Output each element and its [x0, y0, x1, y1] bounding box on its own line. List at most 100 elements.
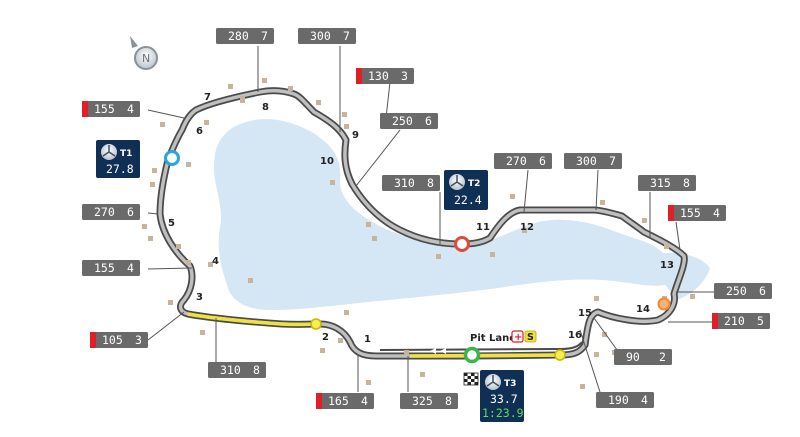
- speed-tag-bg: [596, 392, 654, 408]
- corner-12: 12: [520, 222, 534, 233]
- tag-leaders: [147, 46, 716, 393]
- corner-7: 7: [204, 92, 211, 103]
- speed-tag-bg: [316, 393, 374, 409]
- corner-16: 16: [568, 330, 582, 341]
- speed-tag-gear: 6: [127, 205, 134, 219]
- speed-tag-value: 270: [506, 154, 527, 168]
- pit-lane-label: Pit Lane + S: [470, 330, 537, 344]
- speed-tag-bg: [380, 113, 438, 129]
- speed-tag-gear: 2: [659, 350, 666, 364]
- speed-tag-value: 105: [102, 333, 123, 347]
- sector3-marker: [463, 346, 481, 364]
- corner-1: 1: [364, 334, 371, 345]
- speed-tag-gear: 6: [425, 114, 432, 128]
- speed-tag-bg: [382, 175, 440, 191]
- speed-tag-bg: [564, 153, 622, 169]
- corner-14: 14: [636, 304, 650, 315]
- speed-tag-bg: [712, 313, 770, 329]
- speed-tag-gear: 7: [343, 29, 350, 43]
- speed-tag: 300 7: [298, 28, 356, 44]
- braking-indicator: [712, 313, 718, 329]
- corner-3: 3: [196, 292, 203, 303]
- speed-trap-marker-2: [554, 349, 566, 361]
- speed-tag-value: 325: [412, 394, 433, 408]
- direction-arrows: [430, 348, 446, 354]
- sector-t1-time: 27.8: [106, 162, 134, 176]
- speed-tag-value: 270: [94, 205, 115, 219]
- sector-t3-time: 33.7: [490, 392, 518, 406]
- corner-2: 2: [322, 332, 329, 343]
- checkered-flag-icon: [463, 372, 479, 386]
- corner-13: 13: [660, 260, 674, 271]
- speed-trap-marker-1: [310, 318, 322, 330]
- drs-zone-2: [409, 353, 559, 358]
- speed-tag-gear: 4: [127, 102, 134, 116]
- speed-tag-gear: 8: [253, 363, 260, 377]
- speed-tag-value: 280: [228, 29, 249, 43]
- speed-tag-bg: [216, 28, 274, 44]
- speed-tag-gear: 6: [539, 154, 546, 168]
- corner-11: 11: [476, 222, 490, 233]
- speed-tag-bg: [82, 204, 140, 220]
- corner-6: 6: [196, 126, 203, 137]
- corner-numbers: 1 2 3 4 5 6 7 8 9 10 11 12 13 14 15 16: [168, 92, 674, 345]
- corner-9: 9: [352, 130, 359, 141]
- corner-8: 8: [262, 102, 269, 113]
- sector-t3-label: T3: [504, 379, 516, 389]
- pit-lane-text: Pit Lane: [470, 333, 516, 344]
- north-compass-icon: N: [130, 36, 158, 70]
- speed-tag-gear: 3: [401, 69, 408, 83]
- speed-tag-gear: 7: [261, 29, 268, 43]
- braking-indicator: [668, 205, 674, 221]
- speed-tag-gear: 8: [445, 394, 452, 408]
- speed-tag-value: 300: [310, 29, 331, 43]
- pit-plus-badge: +: [514, 332, 522, 343]
- sector2-marker: [454, 236, 470, 252]
- corner-10: 10: [320, 156, 334, 167]
- speed-tag-value: 310: [220, 363, 241, 377]
- pit-s-badge: S: [527, 332, 534, 343]
- speed-tag-value: 310: [394, 176, 415, 190]
- speed-tag-gear: 8: [683, 176, 690, 190]
- speed-tag: 210 5: [712, 313, 770, 329]
- speed-tag-bg: [668, 205, 726, 221]
- speed-tag-gear: 4: [361, 394, 368, 408]
- speed-tag-value: 300: [576, 154, 597, 168]
- speed-tag-bg: [356, 68, 414, 84]
- compass-letter: N: [142, 52, 150, 65]
- sector-box-t2: T2 22.4: [444, 170, 488, 210]
- speed-tag: 325 8: [400, 393, 458, 409]
- corner-5: 5: [168, 218, 175, 229]
- speed-tag-bg: [400, 393, 458, 409]
- braking-indicator: [356, 68, 362, 84]
- speed-tag-bg: [82, 260, 140, 276]
- speed-tag-value: 165: [328, 394, 349, 408]
- sector-t1-label: T1: [120, 149, 132, 159]
- speed-tag-gear: 4: [641, 393, 648, 407]
- sector-box-t1: T1 27.8: [96, 140, 140, 178]
- drs-zone-1: [187, 312, 317, 327]
- speed-tag-gear: 5: [757, 314, 764, 328]
- speed-tag: 310 8: [208, 362, 266, 378]
- speed-tag-value: 250: [726, 284, 747, 298]
- corner-15: 15: [578, 308, 592, 319]
- corner-4: 4: [212, 256, 219, 267]
- speed-tag: 270 6: [82, 204, 140, 220]
- speed-tag: 280 7: [216, 28, 274, 44]
- speed-tag-value: 155: [94, 102, 115, 116]
- track-surface: [158, 88, 687, 358]
- speed-tag-gear: 8: [427, 176, 434, 190]
- speed-tag-bg: [494, 153, 552, 169]
- speed-tag-value: 155: [680, 206, 701, 220]
- speed-tag-gear: 4: [127, 261, 134, 275]
- braking-indicator: [90, 332, 96, 348]
- speed-tag-value: 210: [724, 314, 745, 328]
